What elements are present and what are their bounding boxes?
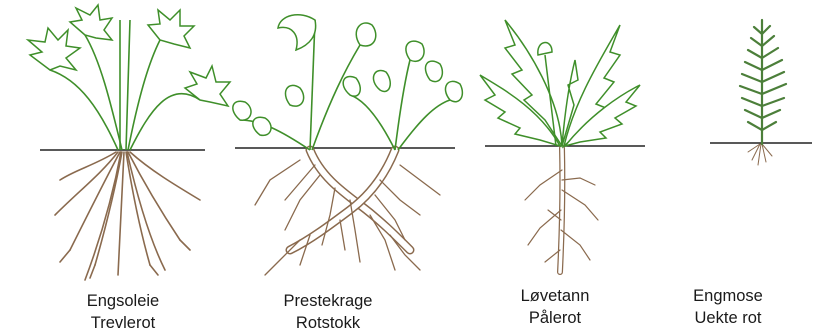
plant-name-prestekrage: Prestekrage [243,290,413,312]
plant-engmose [710,20,812,165]
plant-lovetann [480,20,645,272]
roots-prestekrage [255,150,440,275]
roots-lovetann [525,148,598,272]
plant-name-engmose: Engmose [643,285,813,307]
root-type-prestekrage: Rotstokk [243,312,413,334]
leaves-prestekrage [233,15,463,136]
root-type-lovetann: Pålerot [470,307,640,329]
label-lovetann: Løvetann Pålerot [470,285,640,329]
leaves-lovetann [480,20,640,146]
plant-engsoleie [28,5,230,280]
moss-shoot-engmose [740,20,786,144]
plant-name-lovetann: Løvetann [470,285,640,307]
rhizoids-engmose [748,144,772,165]
roots-engsoleie [55,152,200,280]
root-type-engsoleie: Trevlerot [38,312,208,334]
label-engmose: Engmose Uekte rot [643,285,813,329]
plant-name-engsoleie: Engsoleie [38,290,208,312]
root-type-engmose: Uekte rot [643,307,813,329]
label-engsoleie: Engsoleie Trevlerot [38,290,208,334]
plant-prestekrage [233,15,463,275]
label-prestekrage: Prestekrage Rotstokk [243,290,413,334]
